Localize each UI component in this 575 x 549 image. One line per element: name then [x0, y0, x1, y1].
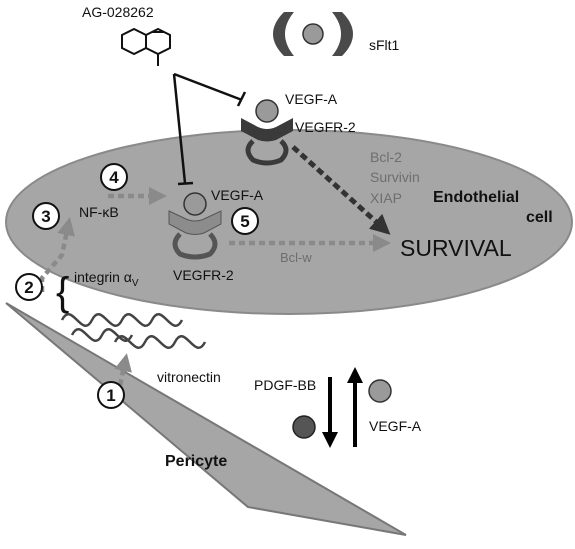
bcl2-label: Bcl-2 [370, 149, 402, 165]
endothelial-label-line2: cell [526, 209, 553, 226]
vegfa-top-label: VEGF-A [285, 91, 338, 107]
integrin-bracket: { [56, 270, 69, 314]
step-4-badge: 4 [100, 163, 128, 191]
inhibition-bar-top [236, 91, 247, 107]
integrin-label-main: integrin α [74, 269, 132, 285]
vegfa-mid-ball [183, 192, 207, 216]
vitronectin-label: vitronectin [157, 369, 221, 385]
survival-label: SURVIVAL [400, 235, 512, 261]
survival-arrow-top [291, 145, 391, 235]
vitronectin-coils [60, 312, 207, 350]
vegfa-secreted-label: VEGF-A [369, 418, 422, 434]
vegfr2-mid-receptor [168, 210, 222, 260]
svg-text:3: 3 [41, 207, 50, 226]
vegfa-top-ball [255, 99, 279, 123]
xiap-label: XIAP [370, 190, 402, 206]
svg-text:5: 5 [240, 212, 249, 231]
vegfa-mid-label: VEGF-A [211, 187, 264, 203]
step-5-badge: 5 [231, 207, 259, 235]
integrin-label: integrin αV [74, 269, 139, 289]
inhibition-lines [172, 72, 243, 184]
step-3-badge: 3 [32, 202, 60, 230]
vegfr2-top-receptor [241, 118, 293, 166]
compound-label: AG-028262 [82, 4, 154, 20]
pericyte-cell [5, 302, 407, 536]
vegfr2-mid-label: VEGFR-2 [173, 267, 234, 283]
step-2-badge: 2 [15, 273, 43, 301]
vegfa-secreted-ball [368, 379, 392, 403]
endothelial-label-line1: Endothelial [433, 189, 519, 206]
bclw-label: Bcl-w [280, 250, 312, 265]
svg-text:4: 4 [109, 168, 119, 187]
sflt1-icon [273, 12, 353, 56]
survivin-label: Survivin [370, 169, 420, 185]
vegfr2-top-label: VEGFR-2 [295, 119, 356, 135]
endothelial-cell [5, 129, 573, 315]
integrin-label-sub: V [132, 278, 139, 289]
svg-text:2: 2 [24, 278, 33, 297]
svg-text:1: 1 [106, 386, 115, 405]
sflt1-label: sFlt1 [369, 37, 400, 53]
pdgf-ball [292, 415, 316, 439]
pdgf-label: PDGF-BB [254, 377, 316, 393]
inhibition-bar-mid [177, 181, 194, 186]
step-1-badge: 1 [97, 381, 125, 409]
nfkb-label: NF-κB [79, 204, 119, 220]
compound-structure-icon [121, 27, 171, 66]
pericyte-label: Pericyte [165, 453, 227, 470]
